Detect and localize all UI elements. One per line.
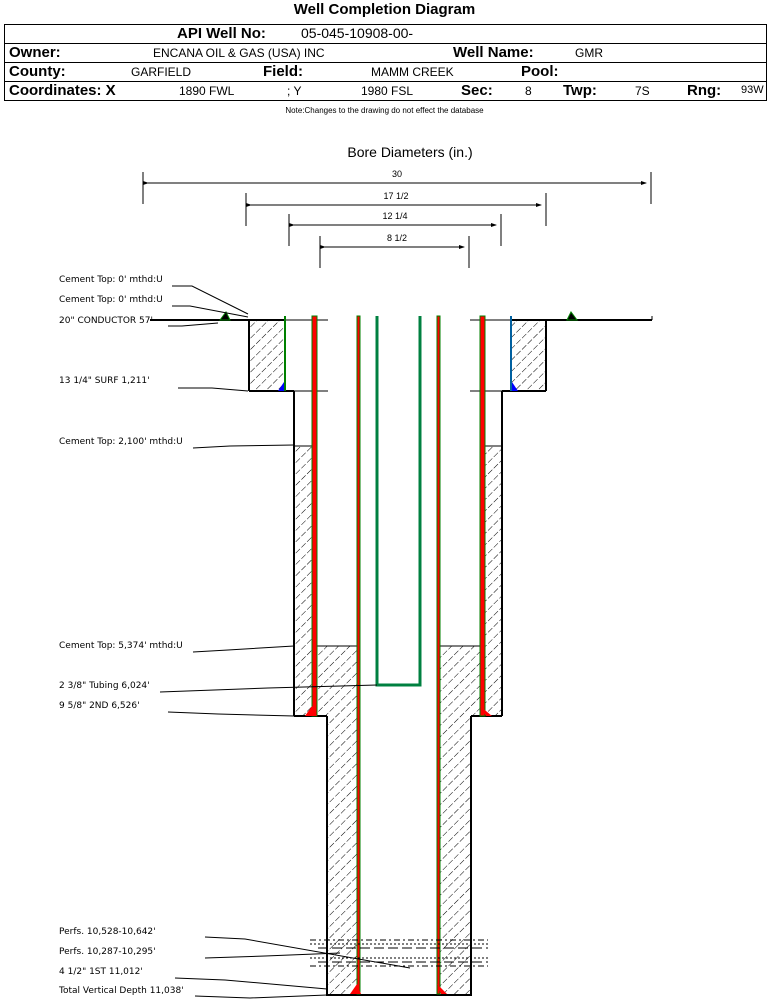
label-perfs-2: Perfs. 10,287-10,295' bbox=[59, 947, 156, 957]
county-value: GARFIELD bbox=[131, 65, 192, 79]
dimension-label-8-1-2: 8 1/2 bbox=[387, 233, 407, 243]
ground-marker-right-icon bbox=[566, 311, 578, 321]
conductor-shoe-left-icon bbox=[278, 382, 284, 391]
cement-production-annulus-left bbox=[328, 716, 357, 994]
cement-surface-annulus-left bbox=[295, 446, 313, 716]
tubing-string bbox=[375, 316, 422, 687]
cement-intermediate-annulus-left bbox=[317, 646, 357, 716]
well-name-value: GMR bbox=[575, 46, 603, 60]
label-perfs-1: Perfs. 10,528-10,642' bbox=[59, 927, 156, 937]
cement-production-annulus-right bbox=[440, 716, 470, 994]
dimension-8-1-2: 8 1/2 bbox=[319, 233, 470, 268]
field-value: MAMM CREEK bbox=[371, 65, 454, 79]
label-surface-casing: 13 1/4" SURF 1,211' bbox=[59, 376, 150, 386]
production-shoe-right-icon bbox=[437, 984, 447, 994]
owner-value: ENCANA OIL & GAS (USA) INC bbox=[153, 46, 325, 60]
label-cement-top-4: Cement Top: 5,374' mthd:U bbox=[59, 641, 183, 651]
field-label: Field: bbox=[263, 63, 303, 80]
dimension-17-1-2: 17 1/2 bbox=[245, 191, 547, 226]
well-name-label: Well Name: bbox=[453, 44, 534, 61]
dimension-label-12-1-4: 12 1/4 bbox=[382, 211, 407, 221]
label-cement-top-3: Cement Top: 2,100' mthd:U bbox=[59, 437, 183, 447]
header-row-api: API Well No: 05-045-10908-00- bbox=[5, 25, 766, 43]
bore-diameters-title: Bore Diameters (in.) bbox=[347, 144, 472, 160]
label-intermediate-casing: 9 5/8" 2ND 6,526' bbox=[59, 701, 140, 711]
intermediate-casing-right bbox=[479, 315, 486, 717]
ground-marker-left-icon bbox=[219, 311, 231, 321]
coord-y-value: 1980 FSL bbox=[361, 84, 414, 98]
twp-value: 7S bbox=[635, 84, 650, 98]
label-cement-top-2: Cement Top: 0' mthd:U bbox=[59, 295, 163, 305]
pool-label: Pool: bbox=[521, 63, 559, 80]
coord-x-value: 1890 FWL bbox=[179, 84, 235, 98]
database-note: Note:Changes to the drawing do not effec… bbox=[285, 106, 484, 115]
county-label: County: bbox=[9, 63, 66, 80]
header-row-county: County: GARFIELD Field: MAMM CREEK Pool: bbox=[5, 62, 766, 81]
owner-label: Owner: bbox=[9, 44, 61, 61]
well-header-table: API Well No: 05-045-10908-00- Owner: ENC… bbox=[4, 24, 767, 101]
label-conductor: 20" CONDUCTOR 57' bbox=[59, 316, 153, 326]
sec-value: 8 bbox=[525, 84, 532, 98]
label-tubing: 2 3/8" Tubing 6,024' bbox=[59, 681, 150, 691]
conductor-shoe-right-icon bbox=[512, 382, 518, 391]
label-cement-top-1: Cement Top: 0' mthd:U bbox=[59, 275, 163, 285]
conductor-cement-left bbox=[250, 320, 285, 391]
cement-surface-annulus-right bbox=[484, 446, 502, 716]
label-total-vertical-depth: Total Vertical Depth 11,038' bbox=[58, 986, 184, 996]
sec-label: Sec: bbox=[461, 82, 493, 99]
header-row-owner: Owner: ENCANA OIL & GAS (USA) INC Well N… bbox=[5, 43, 766, 63]
coord-y-label: ; Y bbox=[287, 84, 302, 98]
rng-label: Rng: bbox=[687, 82, 722, 99]
diagram-title: Well Completion Diagram bbox=[293, 1, 476, 18]
production-casing-right bbox=[436, 315, 441, 995]
label-production-casing: 4 1/2" 1ST 11,012' bbox=[59, 967, 143, 977]
conductor-cement-right bbox=[511, 320, 546, 391]
intermediate-shoe-left-icon bbox=[305, 706, 317, 716]
dimension-label-30: 30 bbox=[392, 169, 402, 179]
header-row-coordinates: Coordinates: X 1890 FWL ; Y 1980 FSL Sec… bbox=[5, 81, 766, 100]
production-casing-left bbox=[356, 315, 361, 995]
api-label: API Well No: bbox=[177, 25, 266, 42]
twp-label: Twp: bbox=[563, 82, 597, 99]
perforation-zone-upper bbox=[310, 939, 488, 949]
production-shoe-left-icon bbox=[350, 984, 361, 994]
dimension-30: 30 bbox=[142, 169, 652, 204]
dimension-12-1-4: 12 1/4 bbox=[288, 211, 502, 246]
dimension-label-17-1-2: 17 1/2 bbox=[383, 191, 408, 201]
cement-intermediate-annulus-right bbox=[440, 646, 480, 716]
api-value: 05-045-10908-00- bbox=[301, 25, 414, 41]
intermediate-shoe-right-icon bbox=[480, 706, 492, 716]
coord-x-label: Coordinates: X bbox=[9, 82, 116, 99]
intermediate-casing-left bbox=[311, 315, 318, 717]
rng-value: 93W bbox=[741, 84, 764, 96]
